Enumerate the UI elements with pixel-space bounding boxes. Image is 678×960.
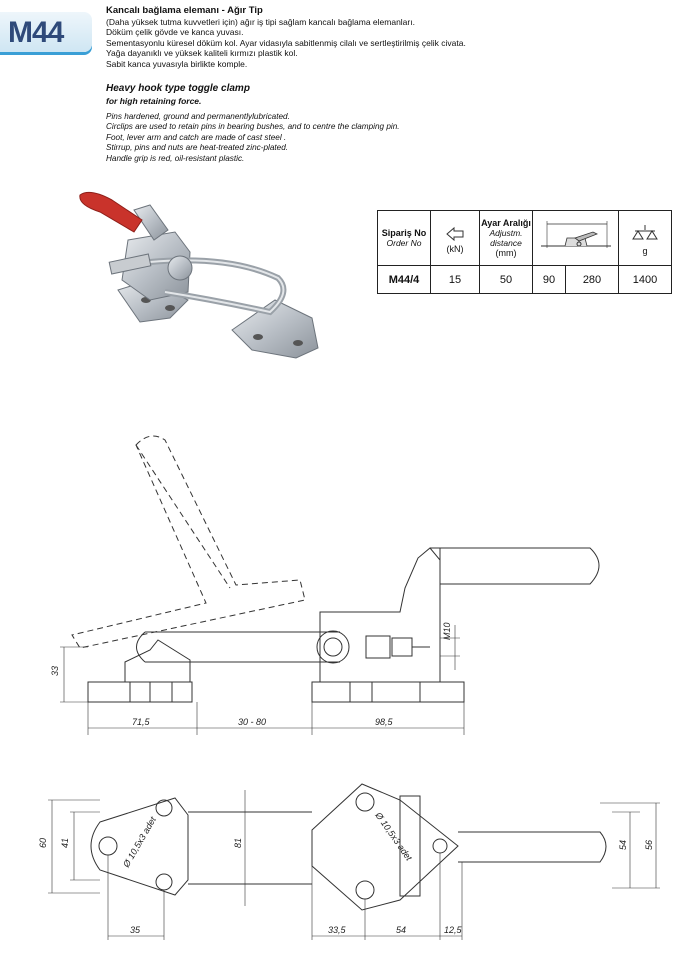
product-code: M44 — [8, 16, 64, 49]
scale-icon — [632, 225, 658, 240]
dim-side-a: 71,5 — [132, 717, 151, 727]
dim-side-c: 98,5 — [375, 717, 394, 727]
dim-56: 56 — [644, 840, 654, 850]
english-line: Pins hardened, ground and permanentlylub… — [106, 112, 290, 121]
turkish-title: Kancalı bağlama elemanı - Ağır Tip — [106, 5, 263, 16]
dim-54-right: 54 — [618, 840, 628, 850]
arrow-left-icon — [446, 226, 464, 242]
adjust-unit: (mm) — [495, 248, 517, 258]
english-line: Foot, lever arm and catch are made of ca… — [106, 132, 287, 142]
adjust-tr: Ayar Aralığı — [481, 218, 531, 228]
hole-spec-left: Ø 10,5x3 adet — [121, 815, 159, 870]
turkish-line: Sementasyonlu küresel döküm kol. Ayar vi… — [106, 37, 466, 48]
english-line: Handle grip is red, oil-resistant plasti… — [106, 153, 245, 163]
clamp-diagram-header — [532, 210, 619, 266]
dim-60: 60 — [38, 838, 48, 848]
adjust-en-2: distance — [490, 238, 522, 248]
dim-side-b: 30 - 80 — [238, 717, 266, 727]
dim-33-5: 33,5 — [328, 925, 347, 935]
turkish-line: Yağa dayanıklı ve yüksek kaliteli kırmız… — [106, 48, 298, 59]
weight-header: g — [618, 210, 672, 266]
adjust-en-1: Adjustm. — [489, 228, 523, 238]
english-title: Heavy hook type toggle clamp — [106, 83, 250, 94]
order-header: Sipariş No Order No — [377, 210, 431, 266]
dim-height: 33 — [50, 666, 60, 676]
turkish-description: Kancalı bağlama elemanı - Ağır Tip (Daha… — [106, 5, 646, 70]
dim-54-bottom: 54 — [396, 925, 406, 935]
turkish-line: Sabit kanca yuvasıyla birlikte komple. — [106, 58, 248, 69]
order-header-en: Order No — [386, 238, 422, 248]
open-position-outline — [71, 435, 306, 649]
dim-12-5: 12,5 — [444, 925, 463, 935]
product-code-badge: M44 — [0, 12, 92, 52]
cell-order: M44/4 — [377, 265, 431, 294]
dim-41: 41 — [60, 838, 70, 848]
order-header-tr: Sipariş No — [381, 228, 427, 238]
cell-dim2: 280 — [565, 265, 619, 294]
hole-spec-right: Ø 10,5x3 adet — [373, 810, 414, 863]
dim-35: 35 — [130, 925, 141, 935]
dim-81: 81 — [233, 838, 243, 848]
english-line: Circlips are used to retain pins in bear… — [106, 122, 400, 132]
dim-thread: M10 — [442, 622, 452, 640]
english-description: Heavy hook type toggle clamp for high re… — [106, 83, 646, 164]
clamp-sketch-icon — [540, 221, 611, 248]
english-subtitle: for high retaining force. — [106, 96, 202, 106]
turkish-line: Döküm çelik gövde ve kanca yuvası. — [106, 27, 244, 38]
weight-unit: g — [642, 246, 648, 256]
turkish-line: (Daha yüksek tutma kuvvetleri için) ağır… — [106, 16, 415, 27]
force-unit: (kN) — [446, 244, 464, 254]
english-line: Stirrup, pins and nuts are heat-treated … — [106, 143, 289, 153]
spec-table: Sipariş No Order No (kN) Ayar Aralığı Ad… — [377, 210, 672, 294]
cell-weight: 1400 — [618, 265, 672, 294]
cell-force: 15 — [430, 265, 480, 294]
